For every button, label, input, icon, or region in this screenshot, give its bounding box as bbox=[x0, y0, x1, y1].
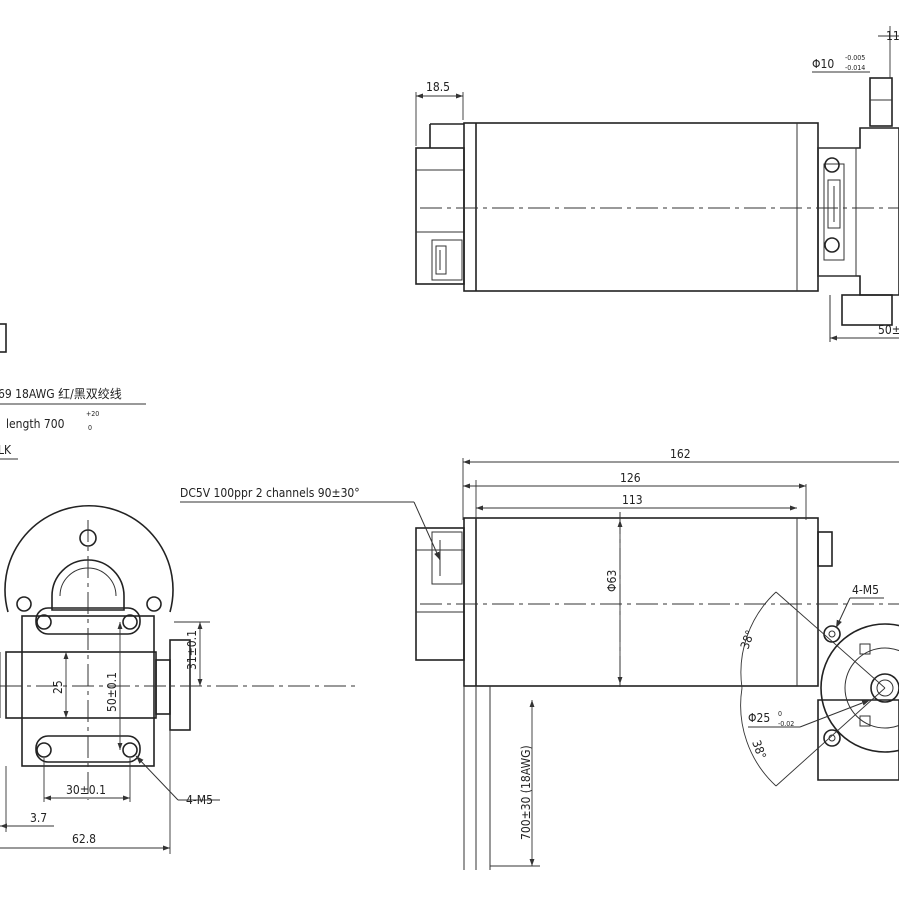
dim-shaft-diameter: Φ10 bbox=[812, 57, 834, 71]
front-motor-body bbox=[463, 517, 819, 687]
dim-31: 31±0.1 bbox=[185, 630, 199, 670]
dim-shaft-tol-lower: -0.014 bbox=[845, 64, 865, 72]
wire-color-partial: LK bbox=[0, 443, 12, 457]
wire-spec: 69 18AWG 红/黑双绞线 bbox=[0, 386, 122, 401]
top-motor-body bbox=[463, 122, 819, 292]
dim-50: 50±0.1 bbox=[105, 672, 119, 712]
top-gearbox bbox=[817, 127, 899, 296]
dim-18-5: 18.5 bbox=[426, 80, 450, 94]
dim-113: 113 bbox=[622, 493, 643, 507]
top-view: 18.5 11 Φ10 -0.005 -0.014 50± bbox=[415, 26, 899, 342]
wire-length-tol-upper: +20 bbox=[86, 410, 99, 418]
side-view: 25 50±0.1 31±0.1 30±0.1 4-M5 3.7 62.8 bbox=[0, 505, 356, 854]
dim-50-partial: 50± bbox=[878, 323, 899, 337]
dim-162: 162 bbox=[670, 447, 691, 461]
front-view: 162 126 113 DC5V 100ppr 2 channels 90±30… bbox=[180, 447, 899, 870]
dim-phi25-tol-lower: -0.02 bbox=[778, 720, 794, 728]
dim-wire-length: 700±30 (18AWG) bbox=[519, 745, 533, 840]
dim-38-bottom: 38° bbox=[749, 738, 769, 761]
dim-4m5-front: 4-M5 bbox=[852, 583, 879, 597]
dim-38-top: 38° bbox=[738, 628, 758, 651]
dim-62-8: 62.8 bbox=[72, 832, 96, 846]
dim-shaft-tol-upper: -0.005 bbox=[845, 54, 865, 62]
dim-phi63: Φ63 bbox=[605, 570, 619, 592]
dim-30: 30±0.1 bbox=[66, 783, 106, 797]
encoder-spec: DC5V 100ppr 2 channels 90±30° bbox=[180, 486, 360, 500]
wire-length-tol-lower: 0 bbox=[88, 424, 92, 432]
front-flange bbox=[820, 623, 899, 753]
dim-phi25-tol-upper: 0 bbox=[778, 710, 782, 718]
wire-length: length 700 bbox=[6, 417, 65, 431]
dim-25: 25 bbox=[51, 680, 65, 694]
wire-notes: 69 18AWG 红/黑双绞线 length 700 +20 0 LK bbox=[0, 323, 146, 460]
dim-phi25: Φ25 bbox=[748, 711, 770, 725]
dim-11-partial: 11 bbox=[886, 29, 899, 43]
dim-4m5-side: 4-M5 bbox=[186, 793, 213, 807]
dim-126: 126 bbox=[620, 471, 641, 485]
dim-3-7: 3.7 bbox=[30, 811, 47, 825]
